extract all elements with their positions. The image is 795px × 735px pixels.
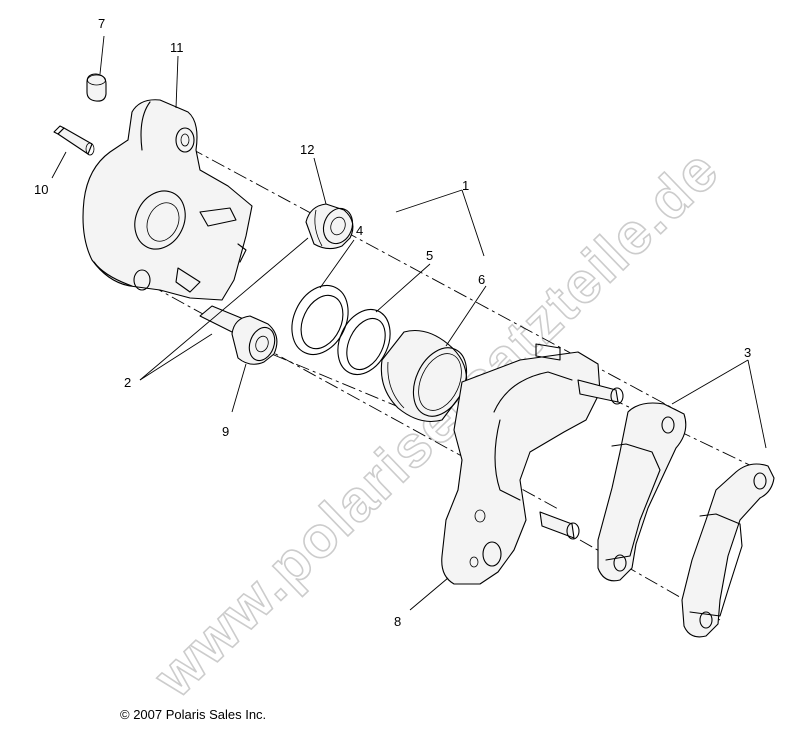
callout-11: 11 [170, 40, 184, 55]
lower-pin-boot [199, 305, 278, 365]
callout-2: 2 [124, 375, 131, 390]
callout-12: 12 [300, 142, 314, 157]
callout-3: 3 [744, 345, 751, 360]
leader-lines [51, 35, 767, 611]
mounting-bracket [441, 343, 624, 585]
callout-5: 5 [426, 248, 433, 263]
bleed-cap [86, 73, 107, 102]
bleed-screw [53, 125, 95, 156]
inner-seal-ring [337, 309, 391, 375]
upper-pin-boot [305, 203, 354, 250]
callout-7: 7 [98, 16, 105, 31]
callout-8: 8 [394, 614, 401, 629]
callout-10: 10 [34, 182, 48, 197]
callout-4: 4 [356, 223, 363, 238]
callout-9: 9 [222, 424, 229, 439]
caliper-body [82, 99, 253, 301]
callouts: 1 2 3 4 5 6 7 8 9 10 11 12 [34, 16, 751, 629]
outer-seal-ring [291, 285, 349, 355]
brake-pad-outer [681, 463, 775, 638]
callout-1: 1 [462, 178, 469, 193]
callout-6: 6 [478, 272, 485, 287]
brake-pad-inner [597, 402, 687, 582]
copyright-notice: © 2007 Polaris Sales Inc. [120, 707, 267, 722]
